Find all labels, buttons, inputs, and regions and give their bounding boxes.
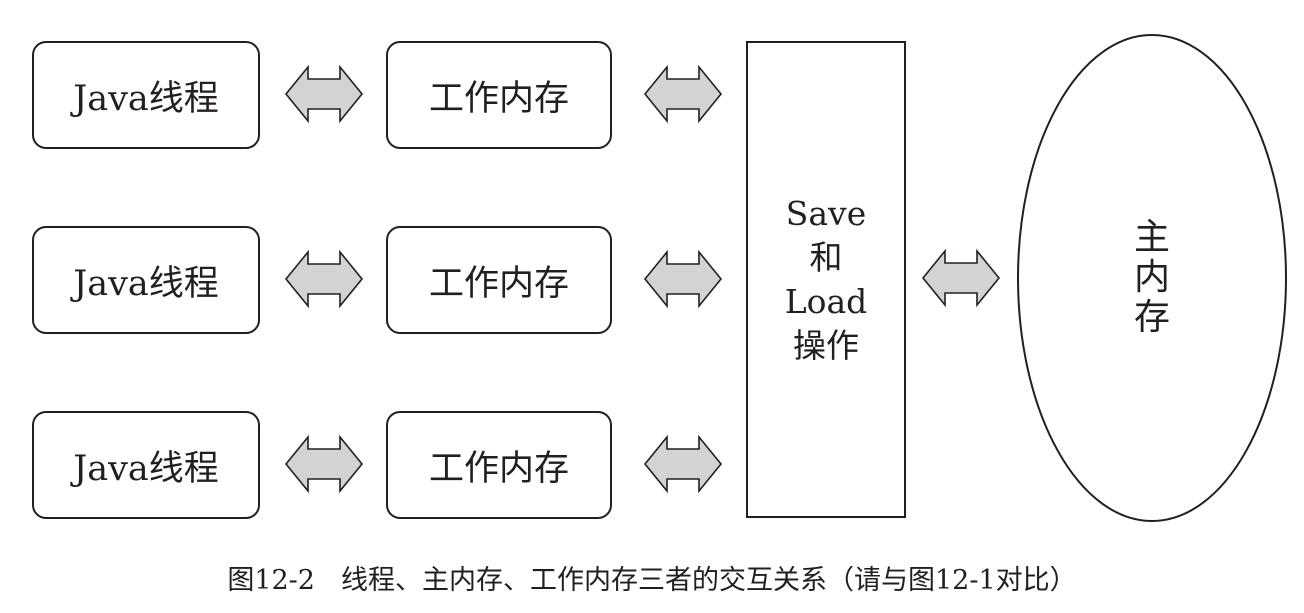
working-memory-label-1: 工作内存: [428, 78, 569, 119]
java-thread-label-2: Java线程: [73, 263, 219, 304]
working-memory-label-2: 工作内存: [428, 263, 569, 304]
save-load-box: Save 和 Load 操作: [746, 41, 906, 518]
save-load-line-2: 和: [809, 237, 843, 277]
java-thread-label-1: Java线程: [73, 78, 219, 119]
figure-caption-text: 线程、主内存、工作内存三者的交互关系（请与图12-1对比）: [341, 565, 1077, 596]
double-arrow-icon: [643, 249, 723, 309]
working-memory-box-1: 工作内存: [386, 41, 612, 149]
main-memory-char-1: 主: [1133, 217, 1170, 258]
working-memory-label-3: 工作内存: [428, 448, 569, 489]
working-memory-box-2: 工作内存: [386, 226, 612, 334]
double-arrow-icon: [921, 248, 1001, 308]
double-arrow-icon: [643, 434, 723, 494]
double-arrow-icon: [643, 64, 723, 124]
double-arrow-icon: [284, 249, 364, 309]
main-memory-ellipse: [1017, 34, 1287, 522]
figure-number: 图12-2: [227, 565, 315, 596]
save-load-line-4: 操作: [793, 325, 859, 365]
working-memory-box-3: 工作内存: [386, 411, 612, 519]
java-thread-box-3: Java线程: [32, 411, 260, 519]
main-memory-char-3: 存: [1133, 297, 1170, 338]
java-thread-box-1: Java线程: [32, 41, 260, 149]
java-thread-label-3: Java线程: [73, 448, 219, 489]
main-memory-char-2: 内: [1133, 257, 1170, 298]
double-arrow-icon: [284, 434, 364, 494]
figure-caption: 图12-2 线程、主内存、工作内存三者的交互关系（请与图12-1对比）: [0, 558, 1304, 597]
java-thread-box-2: Java线程: [32, 226, 260, 334]
save-load-line-1: Save: [785, 193, 867, 233]
main-memory-label: 主 内 存: [1016, 33, 1288, 523]
save-load-line-3: Load: [784, 281, 868, 321]
double-arrow-icon: [284, 64, 364, 124]
